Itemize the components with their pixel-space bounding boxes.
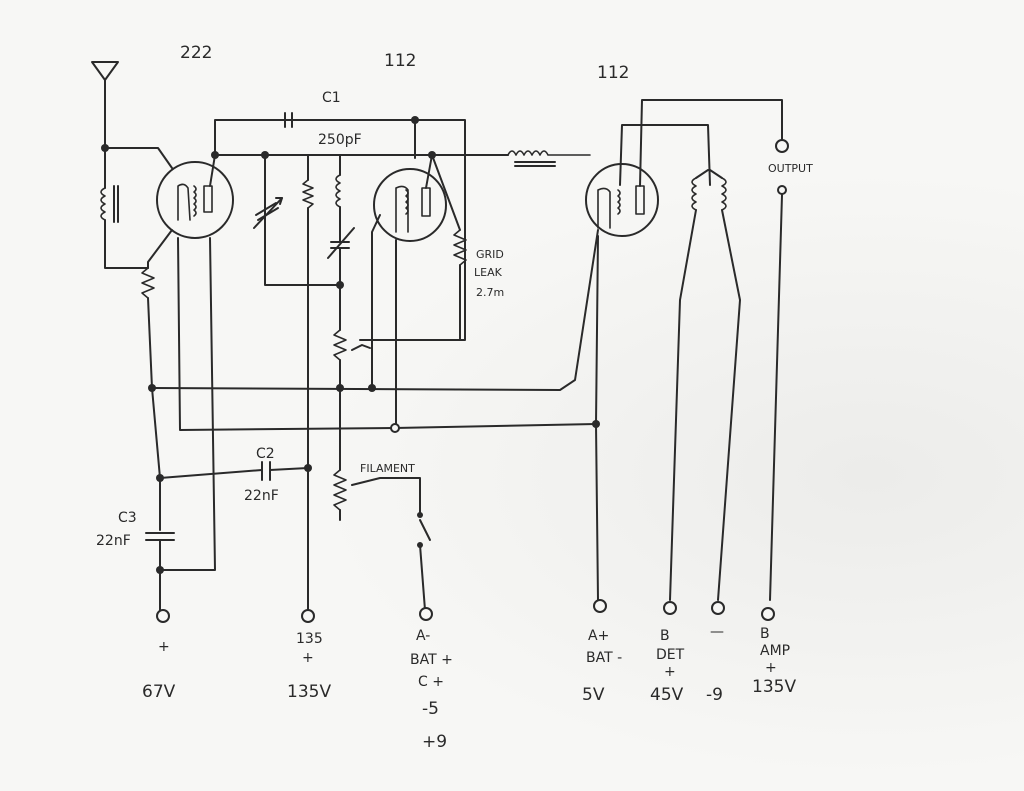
resistor-t1-grid (141, 267, 155, 299)
terminal-1-line-1: + (302, 650, 314, 666)
antenna-coil (100, 147, 149, 269)
terminal-4-voltage: 45V (650, 685, 684, 705)
potentiometer-regen (333, 329, 371, 471)
terminal-0-voltage: 67V (142, 682, 176, 702)
wire-c1-loop (214, 119, 466, 341)
resistor-plate-load (302, 154, 314, 611)
terminal-posts[interactable] (156, 599, 775, 623)
terminal-0-line-0: + (158, 639, 170, 655)
terminal-2-line-2: C + (418, 674, 444, 690)
c1-name: C1 (322, 90, 341, 106)
wire-lower-bus (177, 237, 597, 431)
wire-t1-to-bus (147, 297, 153, 389)
resistor-grid-leak (431, 154, 467, 341)
terminal-4-line-1: DET (656, 647, 685, 663)
c1-value: 250pF (318, 132, 362, 148)
wire-antenna-plate (104, 147, 173, 169)
terminal-6-line-1: AMP (760, 643, 790, 659)
terminal-6-voltage: 135V (752, 677, 796, 697)
wire-t1-filament (147, 229, 173, 269)
rheostat-filament (333, 469, 421, 521)
wire-t1-b-plus (159, 237, 216, 571)
terminal-6-line-0: B (760, 626, 770, 642)
terminal-1-voltage: 135V (287, 682, 331, 702)
tube-112-detector (371, 154, 447, 429)
c3-name: C3 (118, 510, 137, 526)
junction-dots (101, 116, 600, 574)
capacitor-c2 (159, 461, 309, 481)
terminal-4-line-2: + (664, 664, 676, 680)
variable-capacitor-1 (253, 154, 341, 286)
output-jacks[interactable] (775, 139, 789, 195)
terminal-4-line-0: B (660, 628, 670, 644)
tube-112-amplifier (585, 99, 783, 601)
tube-label-3: 112 (597, 63, 629, 83)
rf-choke (507, 150, 591, 167)
output-label: OUTPUT (768, 162, 813, 175)
terminal-5-line-0: — (710, 624, 724, 640)
terminal-3-voltage: 5V (582, 685, 605, 705)
grid-leak-line2: LEAK (474, 266, 503, 279)
tube-label-2: 112 (384, 51, 416, 71)
junction-open (390, 423, 400, 433)
terminal-2-extra: +9 (422, 732, 447, 752)
c2-value: 22nF (244, 488, 279, 504)
grid-leak-value: 2.7m (476, 286, 504, 299)
c3-value: 22nF (96, 533, 131, 549)
wire-middle-bus (151, 229, 599, 391)
capacitor-c1 (284, 112, 293, 128)
terminal-2-line-0: A- (416, 628, 430, 644)
variable-capacitor-2 (327, 227, 355, 331)
terminal-1-line-0: 135 (296, 631, 323, 647)
terminal-5-voltage: -9 (706, 685, 723, 705)
terminal-3-line-0: A+ (588, 628, 609, 644)
c2-name: C2 (256, 446, 275, 462)
output-transformer (669, 169, 783, 601)
tube-222 (156, 154, 234, 239)
terminal-3-line-1: BAT - (586, 650, 622, 666)
capacitor-c3 (145, 387, 175, 613)
filament-label: FILAMENT (360, 462, 415, 475)
switch-filament (419, 519, 431, 611)
terminal-2-voltage: -5 (422, 699, 439, 719)
tuning-coil (335, 154, 341, 231)
antenna-icon (91, 61, 119, 149)
terminal-6-line-2: + (765, 660, 777, 676)
grid-leak-line1: GRID (476, 248, 504, 261)
terminal-2-line-1: BAT + (410, 652, 453, 668)
tube-label-1: 222 (180, 43, 212, 63)
